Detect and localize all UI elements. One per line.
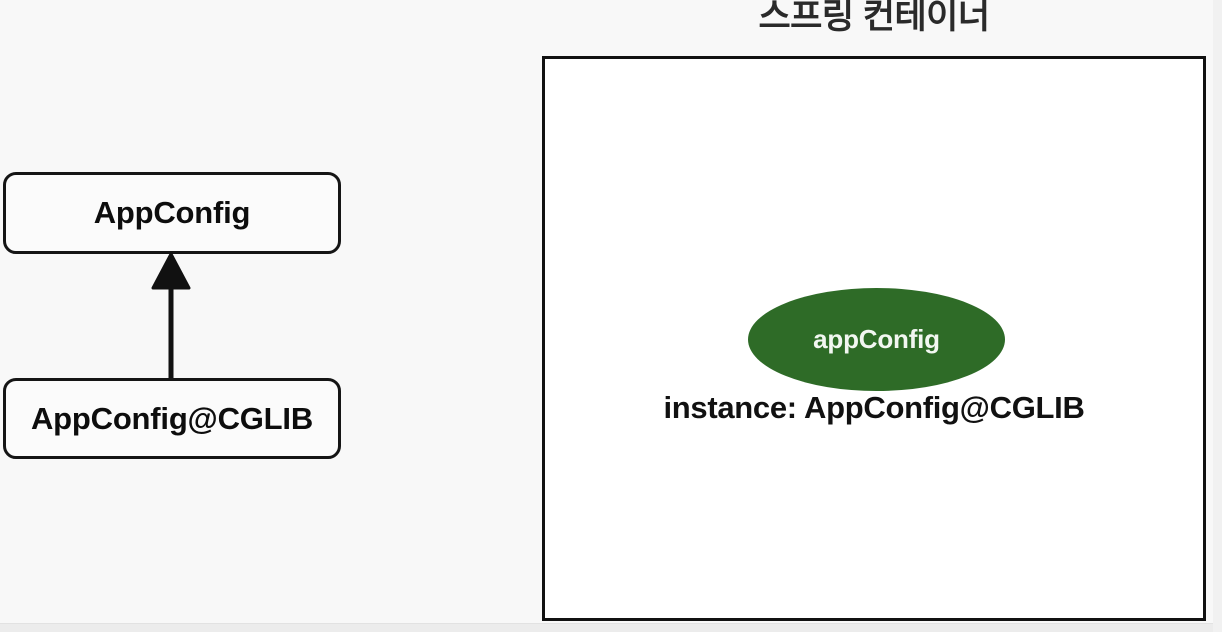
slide-bottom-edge: [0, 623, 1213, 632]
uml-box-appconfig-label: AppConfig: [93, 195, 251, 230]
slide-right-edge: [1213, 0, 1222, 632]
bean-ellipse-label: appConfig: [813, 324, 940, 354]
spring-container-title: 스프링 컨테이너: [758, 0, 990, 36]
uml-box-appconfig-cglib: AppConfig@CGLIB: [3, 378, 341, 459]
inheritance-arrow-svg: [151, 252, 191, 380]
uml-box-appconfig: AppConfig: [3, 172, 341, 254]
uml-box-appconfig-cglib-label: AppConfig@CGLIB: [30, 400, 314, 436]
bean-instance-label: instance: AppConfig@CGLIB: [663, 390, 1085, 425]
bean-ellipse-appconfig: appConfig: [748, 288, 1005, 391]
inheritance-arrow-icon: [140, 252, 202, 382]
